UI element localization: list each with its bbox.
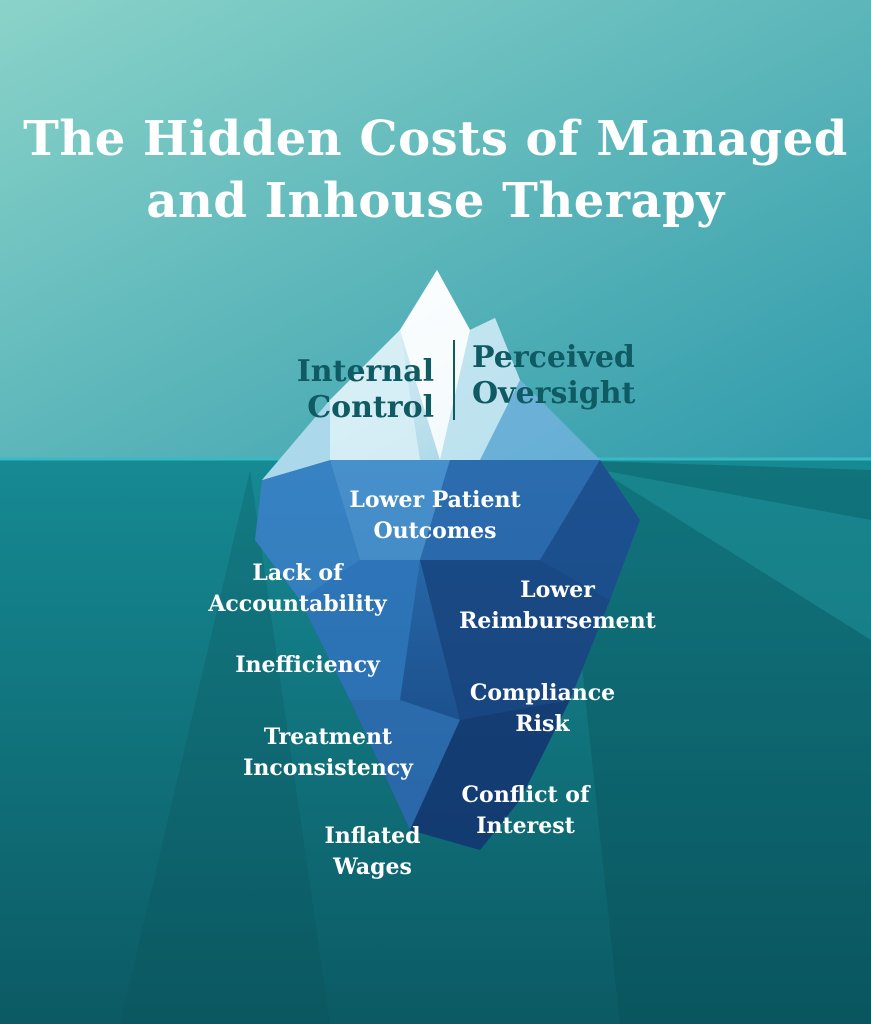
cost-line: Accountability xyxy=(208,591,387,617)
label-line: Control xyxy=(307,390,434,425)
page-title: The Hidden Costs of Managed and Inhouse … xyxy=(0,108,871,232)
cost-line: Treatment xyxy=(263,724,393,750)
water-shadow-right xyxy=(560,460,871,1024)
cost-line: Outcomes xyxy=(373,518,497,544)
ice-facet-8 xyxy=(410,700,570,850)
title-line-2: and Inhouse Therapy xyxy=(146,173,725,229)
peak-facet-1 xyxy=(400,270,470,460)
cost-compliance-risk: Compliance Risk xyxy=(455,678,630,740)
cost-line: Lack of xyxy=(252,560,343,586)
cost-line: Lower xyxy=(520,577,595,603)
ice-facet-7 xyxy=(350,700,460,830)
label-internal-control: Internal Control xyxy=(250,354,434,426)
cost-conflict-of-interest: Conflict of Interest xyxy=(448,780,603,842)
ice-facet-5 xyxy=(300,560,420,700)
title-line-1: The Hidden Costs of Managed xyxy=(23,111,848,167)
peak-facet-3 xyxy=(480,380,600,460)
cost-line: Lower Patient xyxy=(349,487,521,513)
cost-inefficiency: Inefficiency xyxy=(215,650,400,681)
cost-line: Conflict of xyxy=(461,782,590,808)
water-shadow-left xyxy=(120,470,330,1024)
cost-line: Inconsistency xyxy=(243,755,413,781)
ice-facet-1 xyxy=(255,460,360,600)
ice-facet-6 xyxy=(420,560,610,720)
label-line: Internal xyxy=(296,354,434,389)
label-divider xyxy=(453,340,455,420)
cost-line: Inefficiency xyxy=(235,652,380,678)
ice-facet-4 xyxy=(540,460,640,600)
cost-line: Inflated xyxy=(324,823,421,849)
peak-facet-5 xyxy=(262,400,330,480)
cost-line: Interest xyxy=(476,813,575,839)
cost-line: Reimbursement xyxy=(459,608,656,634)
cost-line: Compliance xyxy=(469,680,616,706)
cost-lower-reimbursement: Lower Reimbursement xyxy=(445,575,670,637)
cost-lack-of-accountability: Lack of Accountability xyxy=(190,558,405,620)
peak-facet-2 xyxy=(440,318,520,460)
cost-line: Risk xyxy=(515,711,570,737)
label-perceived-oversight: Perceived Oversight xyxy=(472,340,672,412)
cost-lower-patient-outcomes: Lower Patient Outcomes xyxy=(330,485,540,547)
peak-facet-4 xyxy=(330,330,420,460)
ice-facet-2 xyxy=(330,460,450,560)
water-light-ray xyxy=(600,470,871,640)
cost-line: Wages xyxy=(333,854,412,880)
label-line: Oversight xyxy=(472,376,636,411)
cost-inflated-wages: Inflated Wages xyxy=(305,821,440,883)
label-line: Perceived xyxy=(472,340,635,375)
cost-treatment-inconsistency: Treatment Inconsistency xyxy=(228,722,428,784)
